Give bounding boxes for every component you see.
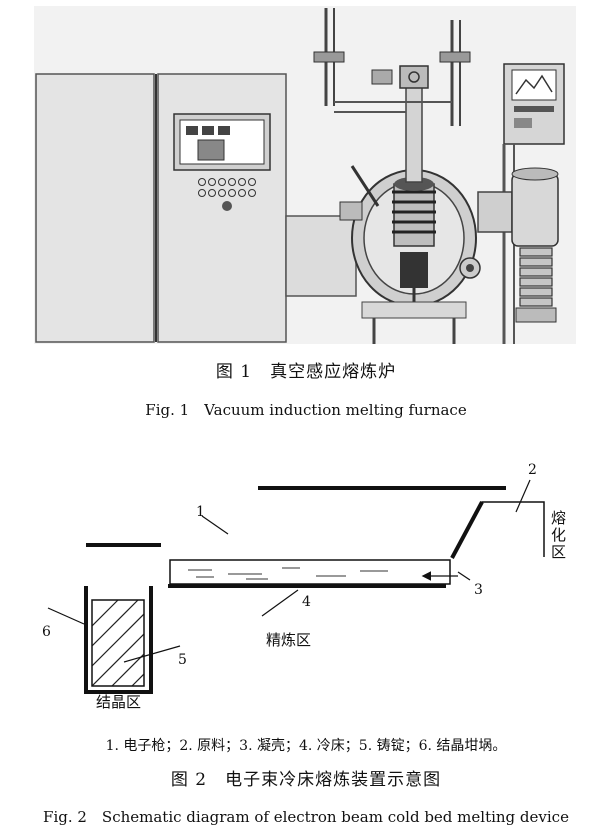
- label-3-skull: 3: [474, 582, 483, 598]
- label-1-electron-gun: 1: [196, 504, 205, 520]
- ingot-hatch: [92, 600, 144, 686]
- vacuum-furnace-illustration: [34, 6, 576, 344]
- ingot: [91, 599, 145, 687]
- figure2-caption-en: Fig. 2 Schematic diagram of electron bea…: [43, 808, 569, 826]
- label-crystal-zone: 结晶区: [96, 693, 142, 711]
- label-5-ingot: 5: [178, 652, 187, 668]
- label-melting-zone: 熔化区: [550, 509, 566, 561]
- figure1-caption-zh: 图 1 真空感应熔炼炉: [215, 362, 397, 382]
- cold-bed-schematic: [47, 479, 545, 694]
- label-refining-zone: 精炼区: [266, 631, 312, 649]
- figure2-legend: 1. 电子枪；2. 原料；3. 凝壳；4. 冷床；5. 铸锭；6. 结晶坩埚。: [105, 738, 507, 754]
- figure2-caption-zh: 图 2 电子束冷床熔炼装置示意图: [170, 770, 442, 790]
- melt-flow-lines: [188, 567, 388, 580]
- label-6-crucible: 6: [42, 624, 51, 640]
- crystallizer-crucible: [84, 586, 153, 694]
- label-2-raw-material: 2: [528, 462, 537, 478]
- skull-layer: [169, 559, 451, 585]
- figure1-caption-en: Fig. 1 Vacuum induction melting furnace: [145, 401, 467, 419]
- label-4-cold-bed: 4: [302, 594, 311, 610]
